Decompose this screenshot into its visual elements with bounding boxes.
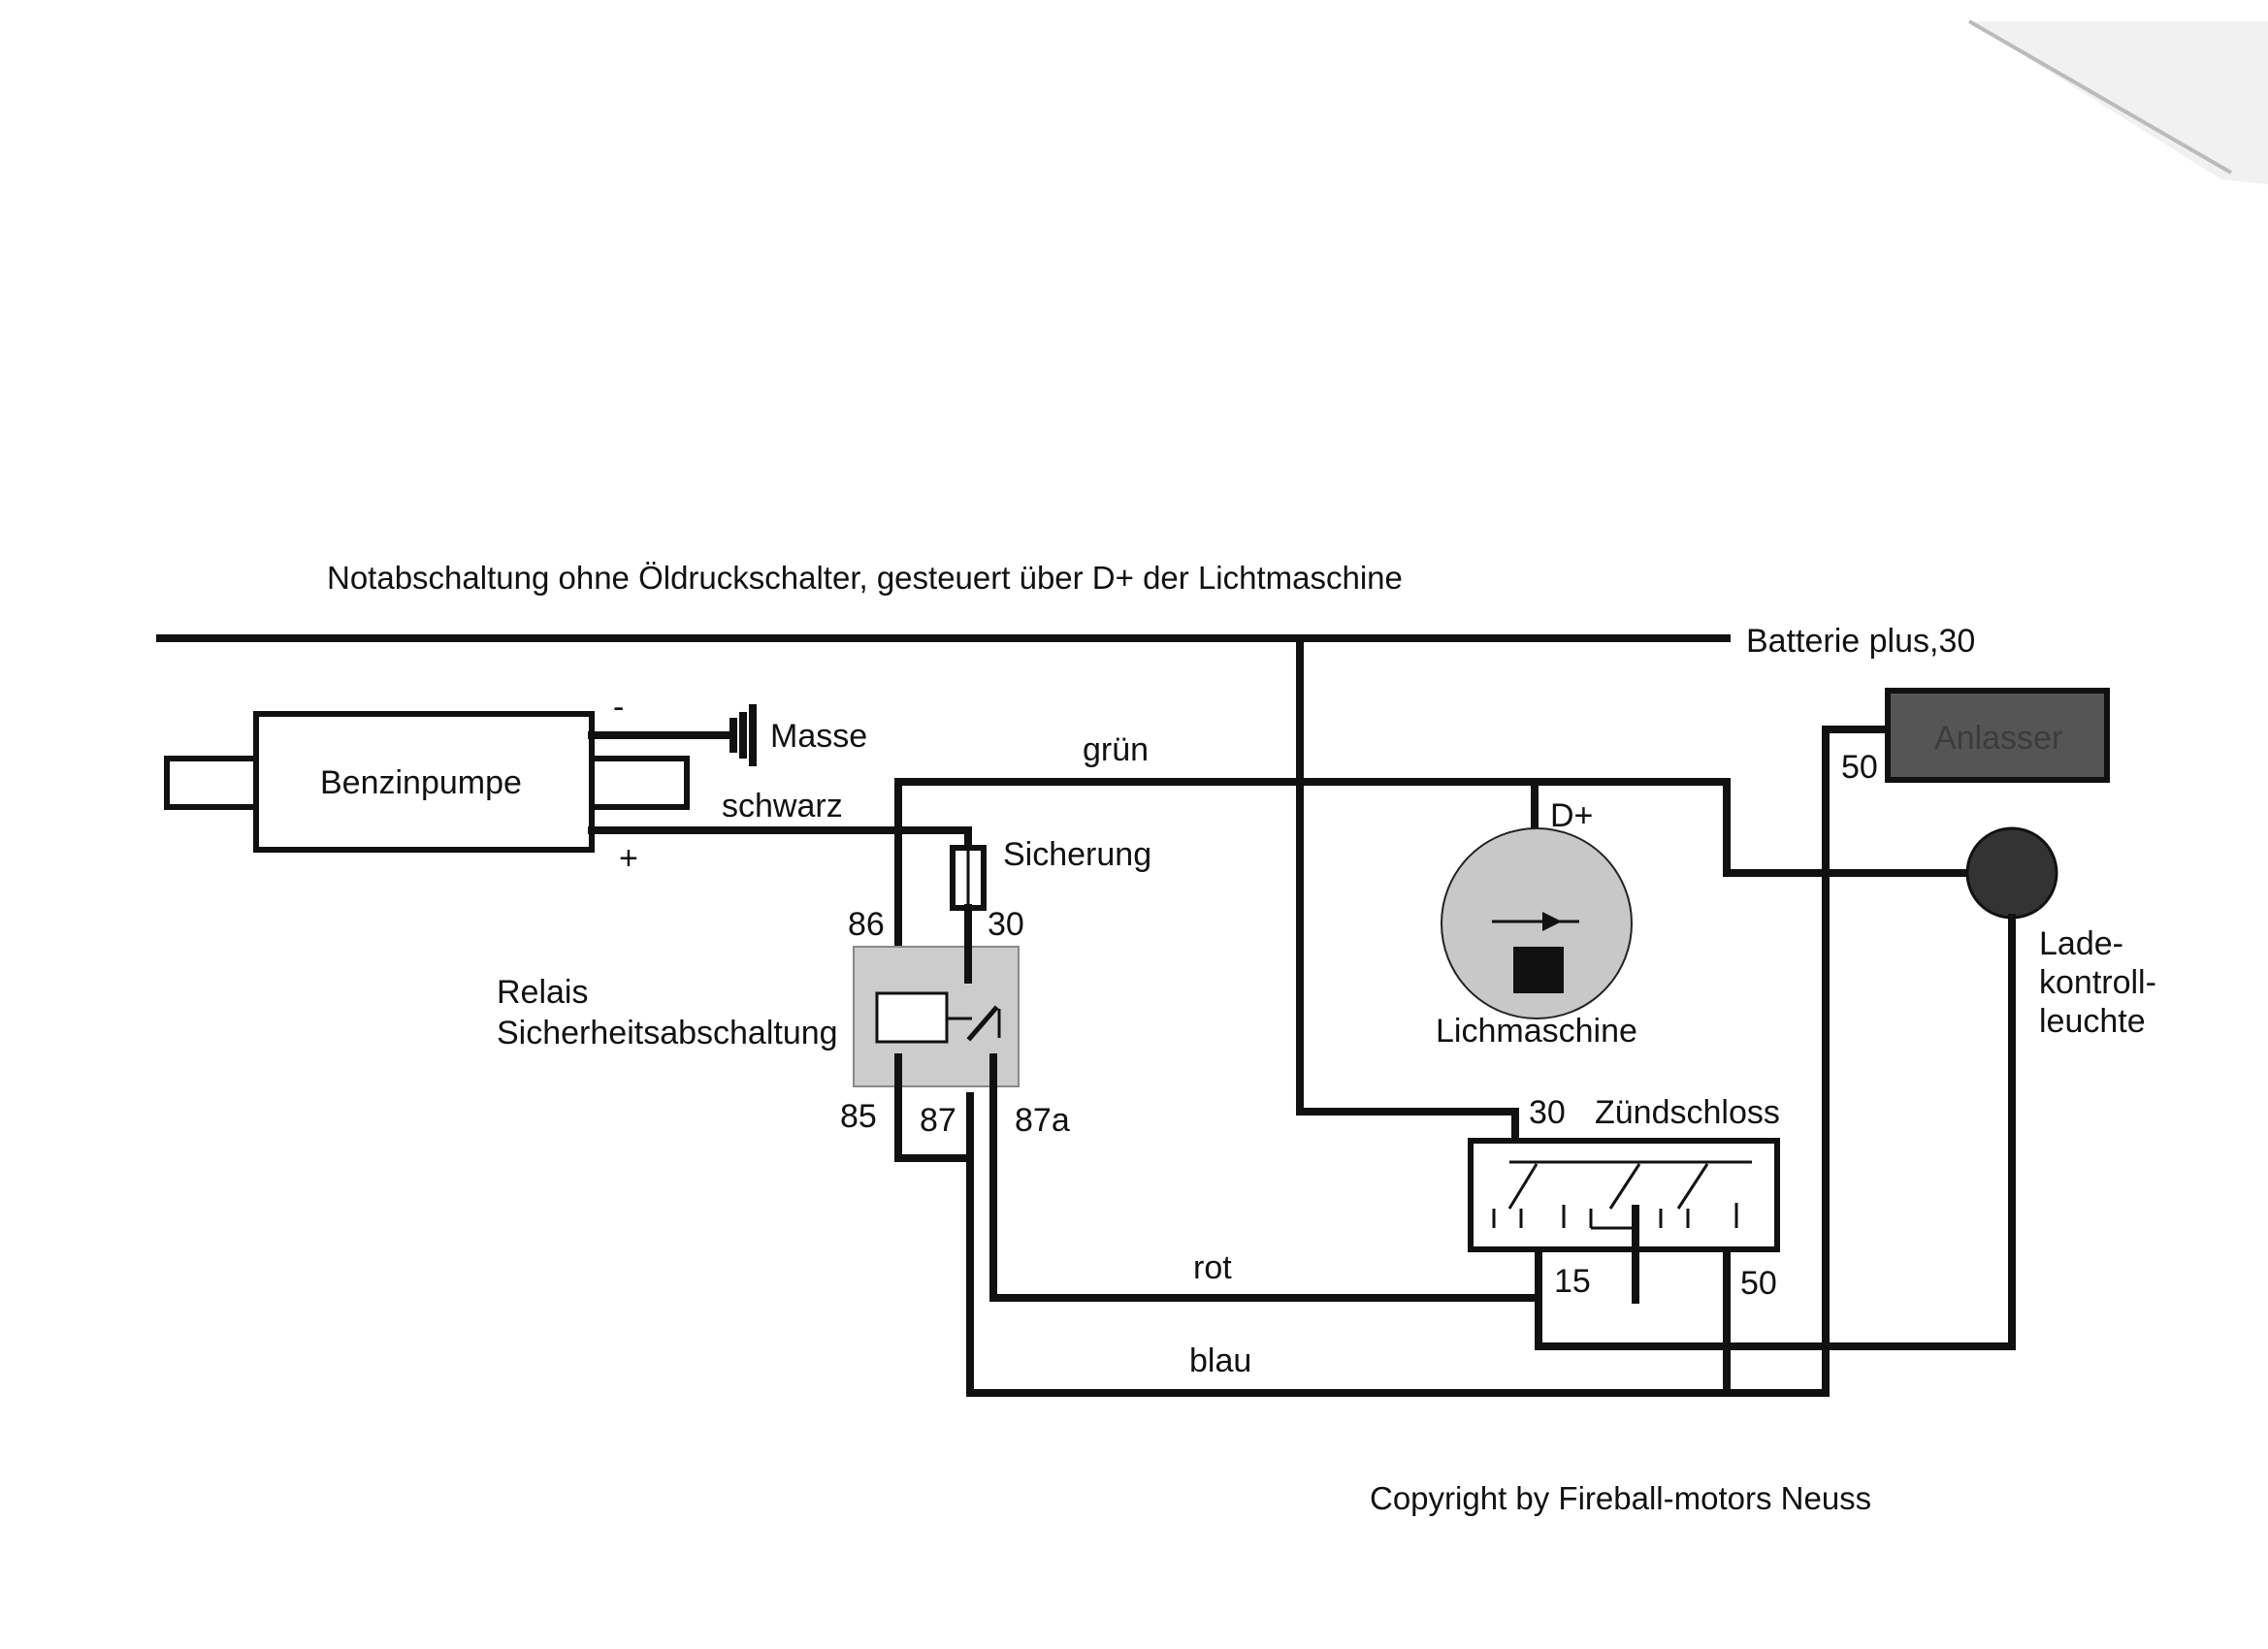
- paper-fold-corner: [1967, 19, 2268, 184]
- diagram-title: Notabschaltung ohne Öldruckschalter, ges…: [327, 560, 1403, 596]
- fuel-pump-body: [253, 711, 595, 853]
- starter-body: [1885, 688, 2110, 783]
- ignition-switch-body: [1468, 1138, 1780, 1252]
- relay-pin-30: 30: [988, 906, 1024, 943]
- fuel-pump-minus: -: [613, 689, 624, 726]
- relay-label-line1: Relais: [497, 974, 588, 1011]
- wire-black-label: schwarz: [722, 788, 843, 824]
- wire-red-label: rot: [1193, 1249, 1232, 1286]
- fuel-pump-nozzle-right: [587, 756, 690, 810]
- battery-label: Batterie plus,30: [1746, 623, 1975, 660]
- relay: [853, 946, 1020, 1087]
- ignition-label: Zündschloss: [1595, 1094, 1780, 1131]
- alternator-label: Lichmaschine: [1436, 1013, 1637, 1050]
- wire-relay-85: [894, 1053, 974, 1162]
- wire-blue: [966, 726, 1890, 1397]
- alternator: [1441, 778, 1633, 1019]
- starter-label: Anlasser: [1934, 720, 2062, 757]
- charge-lamp: [1965, 826, 2058, 920]
- ignition-pin-15: 15: [1554, 1263, 1591, 1300]
- alternator-core: [1513, 947, 1564, 993]
- wire-green: [894, 778, 1973, 984]
- ground-label: Masse: [770, 718, 867, 755]
- relay-pin-87a: 87a: [1015, 1102, 1070, 1139]
- relay-coil: [875, 991, 949, 1044]
- fuel-pump-plus: +: [619, 840, 638, 877]
- wire-black: [588, 826, 972, 850]
- wire-green-label: grün: [1083, 731, 1149, 768]
- relay-pin-85: 85: [840, 1098, 877, 1135]
- relay-label-line2: Sicherheitsabschaltung: [497, 1015, 838, 1051]
- fuel-pump-label: Benzinpumpe: [320, 764, 522, 801]
- fuse-label: Sicherung: [1003, 836, 1151, 873]
- starter-terminal: 50: [1841, 749, 1878, 786]
- alternator-terminal: D+: [1550, 797, 1593, 834]
- starter: Anlasser: [1885, 688, 2110, 783]
- charge-lamp-label-line1: Lade-: [2039, 925, 2123, 962]
- relay-pin-86: 86: [848, 906, 885, 943]
- wire-battery-ignition: [1296, 634, 1519, 1158]
- fuse: [950, 845, 987, 911]
- wire-red: [989, 1053, 1542, 1302]
- fuel-pump-nozzle-left: [164, 756, 261, 810]
- copyright-text: Copyright by Fireball-motors Neuss: [1370, 1480, 1871, 1516]
- relay-pin-87: 87: [920, 1102, 956, 1139]
- ignition-switch: [1468, 1138, 1780, 1304]
- wire-lamp-ignition: [1535, 914, 2016, 1350]
- ignition-pin-50: 50: [1740, 1265, 1777, 1302]
- ground-symbol: [588, 704, 757, 766]
- ignition-pin-30: 30: [1529, 1094, 1566, 1131]
- wire-blue-label: blau: [1189, 1342, 1251, 1379]
- fuel-pump: Benzinpumpe - +: [164, 689, 690, 877]
- alternator-body: [1441, 827, 1633, 1019]
- charge-lamp-label-line2: kontroll-: [2039, 964, 2156, 1001]
- charge-lamp-label-line3: leuchte: [2039, 1003, 2146, 1040]
